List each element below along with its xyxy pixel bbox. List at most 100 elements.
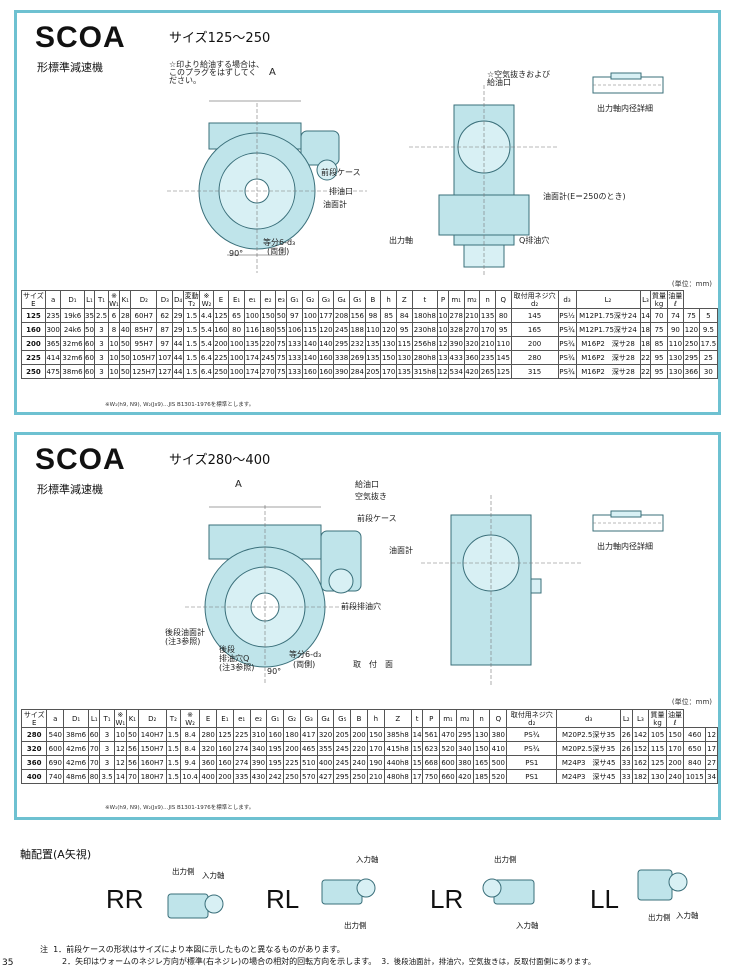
table-cell: 188 <box>348 322 366 337</box>
table-cell: 540 <box>46 727 65 742</box>
table-cell: 97 <box>286 308 303 323</box>
rear-drain-hole-label: 後段 排油穴Q (注3参照) <box>219 645 255 672</box>
table-cell: 160 <box>317 364 335 379</box>
view-a-label: A <box>235 479 242 490</box>
table-cell: 278 <box>447 308 465 323</box>
table-cell: 50 <box>275 308 288 323</box>
table-cell: 170 <box>380 364 397 379</box>
angle-label: 90° <box>267 667 282 676</box>
table-cell: 130 <box>380 336 397 351</box>
table-cell: 8.4 <box>179 741 201 756</box>
table-header-cell: L₂ <box>619 709 633 728</box>
table-cell: 840 <box>683 755 707 770</box>
table-cell: 29 <box>172 308 184 323</box>
table-cell: 135 <box>479 308 496 323</box>
table-header-cell: Q <box>489 709 508 728</box>
table-cell: 210 <box>479 336 496 351</box>
table-header-cell: m₂ <box>463 290 481 309</box>
table-header-cell: B <box>364 290 382 309</box>
table-header-cell: G₃ <box>317 290 335 309</box>
table-header-cell: h <box>366 709 385 728</box>
table-cell: 400 <box>199 769 218 784</box>
table-cell: 135 <box>243 336 261 351</box>
table-header-cell: ※ W₁ <box>107 290 121 309</box>
table-cell: 85H7 <box>130 322 158 337</box>
table-header-cell: n <box>472 709 491 728</box>
air-vent-note: ☆空気抜きおよび 給油口 <box>487 70 551 87</box>
oil-inlet-label: 給油口 <box>355 480 379 489</box>
notes-block: 注 1．前段ケースの形状はサイズにより本図に示したものと異なるものがあります。 … <box>40 944 595 968</box>
table-cell: 360 <box>463 350 481 365</box>
table-cell: 190 <box>366 755 385 770</box>
table-cell: 195 <box>266 741 285 756</box>
table-cell: 295 <box>683 350 700 365</box>
table-cell: 245 <box>259 350 277 365</box>
equal-6d3-label: 等分6-d₃ <box>263 238 296 247</box>
table-header-cell: G₂ <box>283 709 301 728</box>
table-cell: 100 <box>228 350 245 365</box>
table-cell: 10 <box>107 336 121 351</box>
arrangement-code-lr: LR <box>430 884 464 914</box>
table-header-cell: e₁ <box>232 709 251 728</box>
table-cell: 232 <box>348 336 366 351</box>
table-header-cell: d₃ <box>556 709 621 728</box>
equal-6d3-label: 等分6-d₃ <box>289 650 322 659</box>
table-cell: 10 <box>107 350 121 365</box>
ll-in-label: 入力軸 <box>676 911 699 920</box>
table-cell: 56 <box>126 741 139 756</box>
table-cell: 160 <box>301 364 319 379</box>
table-cell: 430 <box>249 769 268 784</box>
table-cell: 200 <box>21 336 46 351</box>
table-cell: 1.5 <box>165 755 181 770</box>
table-cell: 70 <box>87 755 101 770</box>
table-header-cell: P <box>437 290 449 309</box>
table-cell: 245 <box>333 755 352 770</box>
table-cell: 150 <box>259 308 277 323</box>
table-cell: 160 <box>317 350 335 365</box>
table-cell: 225 <box>283 755 301 770</box>
table-header-cell: D₃ <box>156 290 174 309</box>
table-header-cell: E <box>199 709 218 728</box>
table-header-cell: t <box>410 709 424 728</box>
table-cell: 400 <box>20 769 48 784</box>
table-cell: 150 <box>380 350 397 365</box>
table-cell: 1.5 <box>182 364 201 379</box>
table-cell: 50 <box>126 727 139 742</box>
table-cell: 170 <box>665 741 685 756</box>
table-header-cell: t <box>411 290 439 309</box>
table-cell: 174 <box>243 350 261 365</box>
shaft-detail-drawing <box>591 507 667 541</box>
table-header-cell: G₁ <box>286 290 303 309</box>
table-cell: 5.4 <box>199 322 214 337</box>
table-cell: 6 <box>107 308 121 323</box>
table-cell: 668 <box>422 755 441 770</box>
shaft-arrangement-section: 軸配置(A矢視) RR 出力側 入力軸 RL 入力軸 出力側 LR 出力側 入力… <box>0 832 735 942</box>
table-cell: 284 <box>348 364 366 379</box>
arrangement-rr-drawing <box>160 884 230 924</box>
table-cell: 75 <box>683 308 700 323</box>
table-header-cell: G₅ <box>333 709 352 728</box>
table-cell: 240 <box>350 755 368 770</box>
table-cell: 360 <box>20 755 48 770</box>
table-cell: 310 <box>249 727 268 742</box>
table-cell: 420 <box>455 769 474 784</box>
table-cell: 242 <box>266 769 285 784</box>
table-header-cell: 取付用ネジ穴 d₂ <box>506 709 558 728</box>
table-cell: 3 <box>94 336 109 351</box>
table-cell: 160 <box>212 322 230 337</box>
table-cell: 340 <box>455 741 474 756</box>
table-cell: 225 <box>21 350 46 365</box>
table-cell: 320 <box>463 336 481 351</box>
table-cell: 320 <box>199 741 218 756</box>
table-cell: 125 <box>212 308 230 323</box>
front-view-drawing <box>167 73 367 278</box>
table-header-cell: m₂ <box>455 709 474 728</box>
table-header-cell: D₄ <box>172 290 184 309</box>
table-cell: 185 <box>472 769 491 784</box>
table-cell: 17 <box>705 741 718 756</box>
table-cell: 75 <box>275 350 288 365</box>
table-cell: 160 <box>266 727 285 742</box>
